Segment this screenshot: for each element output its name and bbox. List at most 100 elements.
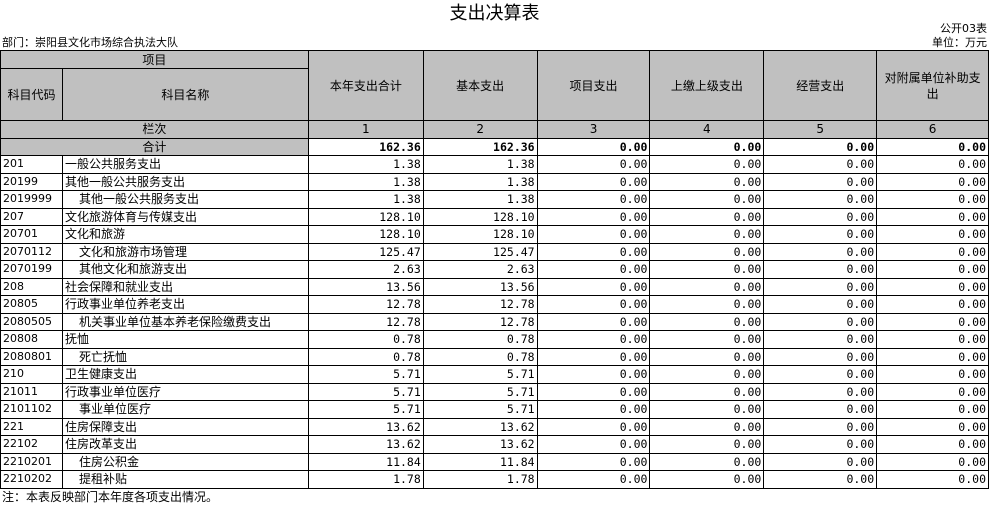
amount-cell: 0.00: [536, 207, 651, 226]
amount-cell: 0.00: [763, 225, 878, 244]
amount-cell: 0.00: [763, 172, 878, 191]
subject-code: 2101102: [0, 400, 63, 419]
subject-name: 死亡抚恤: [61, 347, 309, 366]
amount-cell: 0.00: [536, 417, 651, 436]
subject-code: 2210201: [0, 452, 63, 471]
subject-name: 行政事业单位医疗: [61, 382, 309, 401]
amount-cell: 0.00: [876, 155, 989, 174]
header-col-3: 项目支出: [536, 50, 651, 121]
amount-cell: 125.47: [422, 242, 538, 261]
amount-cell: 0.00: [876, 312, 989, 331]
amount-cell: 0.00: [876, 452, 989, 471]
amount-cell: 5.71: [307, 382, 424, 401]
amount-cell: 12.78: [307, 312, 424, 331]
subject-name: 住房公积金: [61, 452, 309, 471]
amount-cell: 1.38: [307, 155, 424, 174]
subject-code: 207: [0, 207, 63, 226]
amount-cell: 0.00: [649, 400, 765, 419]
amount-cell: 0.00: [876, 190, 989, 209]
amount-cell: 0.00: [876, 470, 989, 489]
amount-cell: 0.00: [536, 330, 651, 349]
amount-cell: 13.62: [422, 435, 538, 454]
amount-cell: 0.00: [536, 347, 651, 366]
amount-cell: 0.00: [763, 312, 878, 331]
amount-cell: 128.10: [422, 207, 538, 226]
subject-code: 20808: [0, 330, 63, 349]
subject-name: 提租补贴: [61, 470, 309, 489]
header-col-4: 上缴上级支出: [649, 50, 765, 121]
amount-cell: 0.00: [876, 435, 989, 454]
amount-cell: 0.00: [536, 382, 651, 401]
amount-cell: 0.00: [763, 190, 878, 209]
amount-cell: 1.78: [422, 470, 538, 489]
amount-cell: 0.00: [876, 365, 989, 384]
subject-code: 221: [0, 417, 63, 436]
total-value: 0.00: [876, 137, 989, 156]
subject-code: 2080505: [0, 312, 63, 331]
subject-name: 文化和旅游市场管理: [61, 242, 309, 261]
amount-cell: 13.56: [422, 277, 538, 296]
amount-cell: 0.00: [876, 330, 989, 349]
amount-cell: 128.10: [422, 225, 538, 244]
amount-cell: 0.00: [649, 260, 765, 279]
amount-cell: 0.00: [649, 347, 765, 366]
amount-cell: 1.38: [422, 172, 538, 191]
amount-cell: 0.00: [536, 295, 651, 314]
amount-cell: 0.00: [649, 312, 765, 331]
amount-cell: 0.00: [763, 435, 878, 454]
total-value: 162.36: [307, 137, 424, 156]
amount-cell: 0.00: [876, 382, 989, 401]
amount-cell: 0.00: [536, 312, 651, 331]
amount-cell: 0.00: [649, 172, 765, 191]
subject-name: 文化和旅游: [61, 225, 309, 244]
header-col-2: 基本支出: [422, 50, 538, 121]
subject-code: 208: [0, 277, 63, 296]
amount-cell: 0.00: [763, 207, 878, 226]
amount-cell: 5.71: [307, 365, 424, 384]
total-value: 0.00: [763, 137, 878, 156]
subject-code: 2070112: [0, 242, 63, 261]
amount-cell: 12.78: [307, 295, 424, 314]
header-col-5: 经营支出: [763, 50, 878, 121]
amount-cell: 0.00: [649, 382, 765, 401]
amount-cell: 13.56: [307, 277, 424, 296]
amount-cell: 0.00: [536, 435, 651, 454]
lanci-number: 2: [422, 120, 538, 139]
subject-code: 2070199: [0, 260, 63, 279]
subject-name: 卫生健康支出: [61, 365, 309, 384]
header-col-6: 对附属单位补助支出: [876, 50, 989, 121]
subject-name: 事业单位医疗: [61, 400, 309, 419]
form-code: 公开03表: [940, 22, 987, 35]
total-value: 162.36: [422, 137, 538, 156]
subject-name: 机关事业单位基本养老保险缴费支出: [61, 312, 309, 331]
amount-cell: 12.78: [422, 312, 538, 331]
amount-cell: 2.63: [307, 260, 424, 279]
amount-cell: 0.00: [649, 190, 765, 209]
lanci-label: 栏次: [0, 120, 309, 139]
amount-cell: 0.00: [536, 260, 651, 279]
subject-name: 其他一般公共服务支出: [61, 190, 309, 209]
amount-cell: 0.00: [536, 470, 651, 489]
amount-cell: 0.00: [876, 260, 989, 279]
amount-cell: 0.00: [649, 155, 765, 174]
subject-name: 住房保障支出: [61, 417, 309, 436]
page-title: 支出决算表: [449, 3, 540, 24]
subject-code: 20805: [0, 295, 63, 314]
amount-cell: 0.00: [649, 365, 765, 384]
amount-cell: 0.00: [763, 400, 878, 419]
amount-cell: 0.00: [536, 400, 651, 419]
total-label: 合计: [0, 137, 309, 156]
subject-code: 20199: [0, 172, 63, 191]
lanci-number: 6: [876, 120, 989, 139]
